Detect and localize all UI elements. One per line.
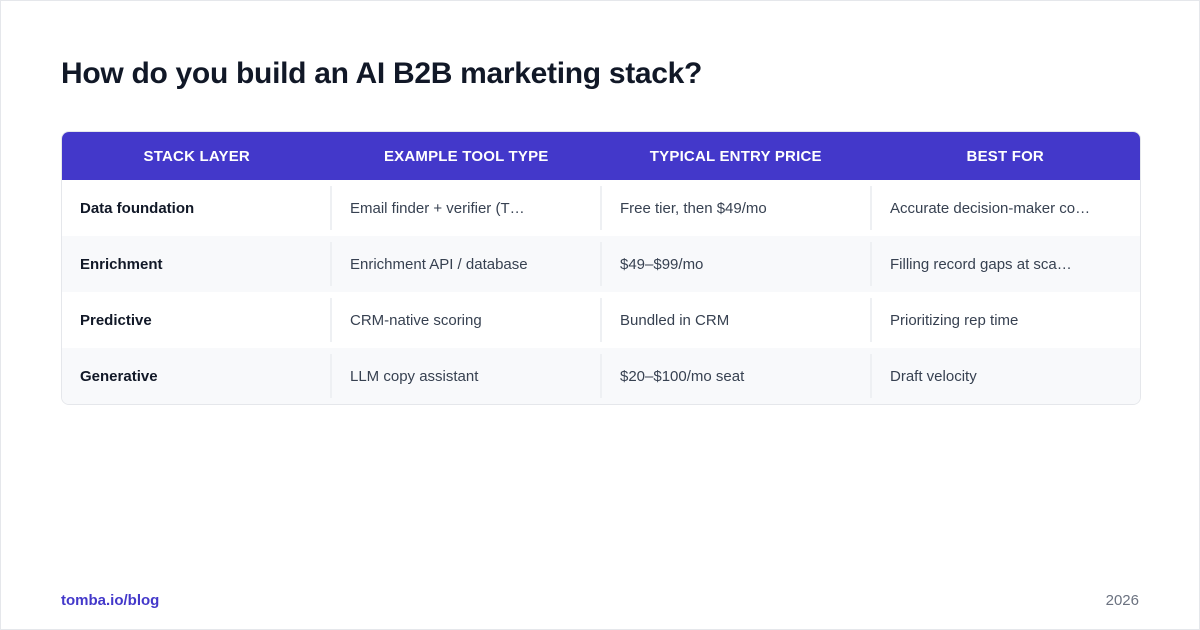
table-cell: $20–$100/mo seat [600,354,870,398]
table-header: STACK LAYER EXAMPLE TOOL TYPE TYPICAL EN… [62,132,1140,180]
cell-text: Filling record gaps at sca… [890,255,1072,273]
table-cell: Enrichment API / database [330,242,600,286]
table-row: Data foundation Email finder + verifier … [62,180,1140,236]
table-row: Enrichment Enrichment API / database $49… [62,236,1140,292]
table-cell: Filling record gaps at sca… [870,242,1140,286]
table-cell: Predictive [62,298,330,342]
cell-text: Enrichment API / database [350,255,528,273]
cell-text: Draft velocity [890,367,977,385]
cell-text: Predictive [80,311,152,329]
table-cell: Bundled in CRM [600,298,870,342]
cell-text: CRM-native scoring [350,311,482,329]
cell-text: Accurate decision-maker co… [890,199,1091,217]
table-cell: Enrichment [62,242,330,286]
table-cell: $49–$99/mo [600,242,870,286]
table-cell: Free tier, then $49/mo [600,186,870,230]
table-cell: Email finder + verifier (T… [330,186,600,230]
cell-text: Data foundation [80,199,195,217]
cell-text: Bundled in CRM [620,311,730,329]
stack-table: STACK LAYER EXAMPLE TOOL TYPE TYPICAL EN… [61,131,1141,405]
cell-text: Enrichment [80,255,163,273]
column-header-example-tool-type: EXAMPLE TOOL TYPE [383,147,549,165]
cell-text: $49–$99/mo [620,255,704,273]
cell-text: Generative [80,367,158,385]
cell-text: Free tier, then $49/mo [620,199,767,217]
table-cell: Generative [62,354,330,398]
blog-link[interactable]: tomba.io/blog [61,592,160,609]
cell-text: LLM copy assistant [350,367,479,385]
table-cell: CRM-native scoring [330,298,600,342]
table-cell: Draft velocity [870,354,1140,398]
table-cell: LLM copy assistant [330,354,600,398]
cell-text: $20–$100/mo seat [620,367,745,385]
cell-text: Email finder + verifier (T… [350,199,525,217]
column-header-stack-layer: STACK LAYER [143,147,250,165]
table-cell: Data foundation [62,186,330,230]
page-title: How do you build an AI B2B marketing sta… [61,57,703,90]
column-header-typical-entry-price: TYPICAL ENTRY PRICE [649,147,822,165]
column-header-best-for: BEST FOR [966,147,1044,165]
table-cell: Prioritizing rep time [870,298,1140,342]
cell-text: Prioritizing rep time [890,311,1019,329]
table-row: Predictive CRM-native scoring Bundled in… [62,292,1140,348]
table-cell: Accurate decision-maker co… [870,186,1140,230]
table-row: Generative LLM copy assistant $20–$100/m… [62,348,1140,404]
footer-year: 2026 [1105,592,1139,609]
